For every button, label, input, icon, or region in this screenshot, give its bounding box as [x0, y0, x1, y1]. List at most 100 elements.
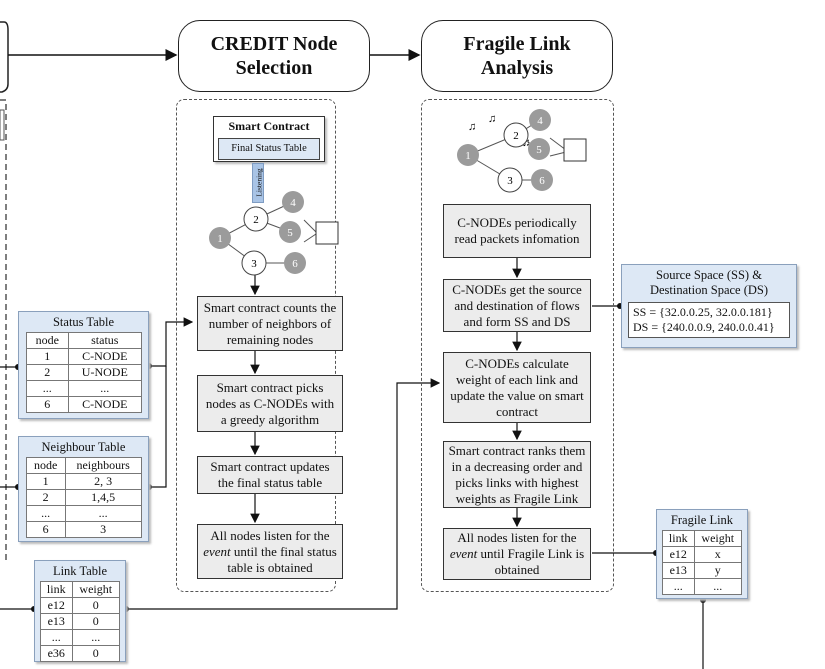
fragile-step-rank-links: Smart contract ranks them in a decreasin… [443, 441, 591, 508]
table-row: ...... [25, 505, 142, 522]
fragile-dashed-container [421, 99, 614, 592]
graph-node-1: 1 [457, 144, 479, 166]
ss-ds-values: SS = {32.0.0.25, 32.0.0.181} DS = {240.0… [628, 302, 790, 338]
col-neighbours: neighbours [64, 457, 142, 474]
left-offscreen-header [0, 21, 9, 93]
graph-node-2: 2 [243, 206, 269, 232]
final-status-table-label: Final Status Table [218, 138, 320, 160]
col-link: link [40, 581, 73, 598]
smart-contract-box: Smart Contract Final Status Table [213, 116, 325, 162]
status-table-title: Status Table [52, 315, 115, 329]
fragile-step-read-packets: C-NODEs periodically read packets infoma… [443, 204, 591, 258]
edge-to-switch [303, 219, 317, 233]
switch-square [315, 221, 339, 245]
link-table-title: Link Table [52, 564, 108, 578]
left-offscreen-box [0, 109, 5, 141]
graph-node-5: 5 [279, 221, 301, 243]
graph-node-5: 5 [528, 138, 550, 160]
fragile-header: Fragile Link Analysis [421, 20, 613, 92]
table-header-row: node neighbours [25, 457, 142, 474]
graph-node-6: 6 [284, 252, 306, 274]
packet-icon: ♫ [488, 113, 496, 125]
svg-text:2: 2 [253, 214, 259, 226]
ds-value: DS = {240.0.0.9, 240.0.0.41} [633, 320, 775, 334]
fragile-network-graph: ♫ ♫ ♫ 1 2 3 4 5 6 [457, 109, 587, 193]
fragile-header-text: Fragile Link Analysis [463, 33, 571, 79]
col-status: status [68, 332, 142, 349]
switch-square [563, 138, 587, 162]
fragile-step-calc-weight: C-NODEs calculate weight of each link an… [443, 352, 591, 423]
ss-value: SS = {32.0.0.25, 32.0.0.181} [633, 305, 773, 319]
credit-header-text: CREDIT Node Selection [210, 33, 338, 79]
smart-contract-title: Smart Contract [228, 119, 310, 133]
graph-node-1: 1 [209, 227, 231, 249]
left-offscreen-dashed [0, 99, 7, 560]
packet-icon: ♫ [468, 121, 476, 133]
svg-text:4: 4 [537, 115, 543, 127]
arrow-link-to-fragile [126, 378, 441, 610]
svg-text:5: 5 [287, 227, 293, 239]
fragile-link-title: Fragile Link [670, 513, 734, 527]
col-node: node [25, 332, 70, 349]
edge-to-switch-2 [549, 151, 567, 157]
credit-header: CREDIT Node Selection [178, 20, 370, 92]
table-row: ...... [25, 380, 142, 397]
graph-node-4: 4 [282, 191, 304, 213]
graph-node-3: 3 [497, 167, 523, 193]
col-link: link [662, 530, 695, 547]
packet-icon: ♫ [522, 137, 530, 149]
table-header-row: link weight [662, 530, 743, 547]
svg-text:1: 1 [217, 233, 223, 245]
credit-network-graph: 1 2 3 4 5 6 [209, 191, 339, 276]
line-neighbour-to-credit [149, 366, 167, 488]
svg-text:3: 3 [507, 175, 513, 187]
graph-node-2: 2 [503, 122, 529, 148]
source-dest-space-title: Source Space (SS) & Destination Space (D… [622, 268, 796, 298]
svg-text:3: 3 [251, 258, 257, 270]
col-node: node [25, 457, 66, 474]
svg-text:5: 5 [536, 144, 542, 156]
table-row: ...... [662, 578, 743, 595]
fragile-step-listen-event: All nodes listen for the event until Fra… [443, 528, 591, 580]
graph-node-6: 6 [531, 169, 553, 191]
graph-node-3: 3 [241, 250, 267, 276]
neighbour-table-title: Neighbour Table [41, 440, 126, 454]
listening-arrow: Listening [252, 163, 264, 203]
table-row: ...... [40, 629, 121, 646]
credit-step-count-neighbors: Smart contract counts the number of neig… [197, 296, 343, 351]
table-header-row: link weight [40, 581, 121, 598]
edge-to-switch [549, 137, 567, 151]
credit-step-pick-cnodes: Smart contract picks nodes as C-NODEs wi… [197, 375, 343, 432]
col-weight: weight [693, 530, 743, 547]
svg-text:2: 2 [513, 130, 519, 142]
graph-node-4: 4 [529, 109, 551, 131]
arrow-status-to-credit [149, 317, 194, 367]
col-weight: weight [71, 581, 121, 598]
credit-step-update-status: Smart contract updates the final status … [197, 456, 343, 494]
table-header-row: node status [25, 332, 142, 349]
credit-step-listen-event: All nodes listen for the event until the… [197, 524, 343, 579]
edge-to-switch-2 [303, 233, 317, 243]
ss-title-line1: Source Space (SS) & [656, 268, 762, 282]
ss-title-line2: Destination Space (DS) [649, 283, 769, 297]
svg-text:6: 6 [292, 258, 298, 270]
svg-text:1: 1 [465, 150, 471, 162]
